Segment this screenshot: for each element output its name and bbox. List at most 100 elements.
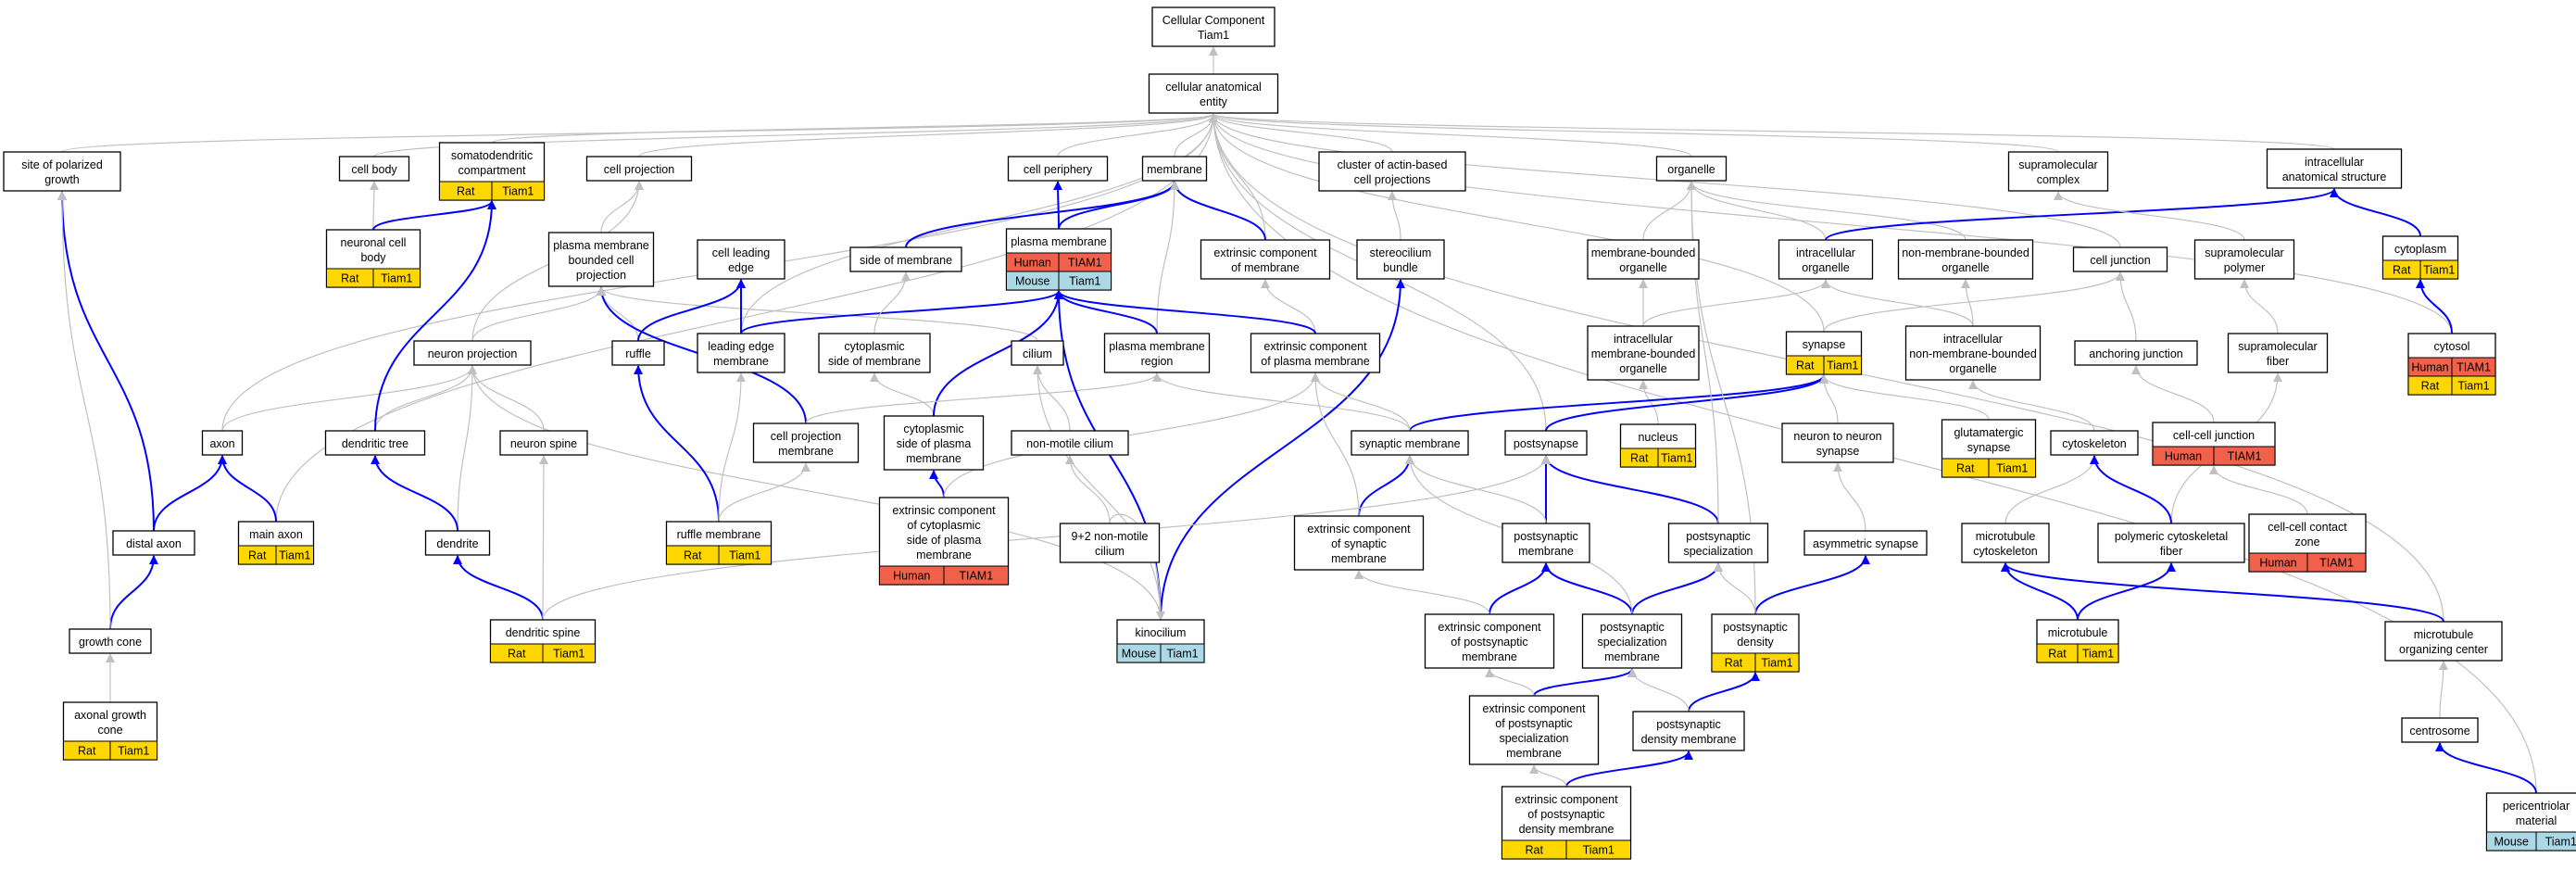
term-box: [1059, 523, 1161, 563]
term-node-sidemem[interactable]: side of membrane: [849, 246, 962, 272]
term-node-growthcone[interactable]: growth cone: [69, 628, 152, 654]
term-node-cellbody[interactable]: cell body: [338, 156, 410, 182]
term-box: [1781, 422, 1894, 463]
gene-cell: [2306, 552, 2367, 573]
term-node-periph[interactable]: cell periphery: [1007, 156, 1109, 182]
species-label: Mouse: [1015, 275, 1050, 288]
term-node-dtree[interactable]: dendritic tree: [324, 430, 426, 456]
term-node-postsyn[interactable]: postsynapse: [1504, 430, 1588, 456]
edge-ecpsdm-to-psdm: [1565, 750, 1693, 788]
edge-actinclust-to-cae: [1209, 113, 1393, 153]
term-box: [1587, 325, 1700, 381]
term-label: cytoplasmic: [844, 340, 904, 353]
term-node-distal[interactable]: distal axon: [112, 530, 195, 556]
term-node-ruffle[interactable]: ruffle: [611, 340, 665, 366]
term-node-nspine[interactable]: neuron spine: [499, 430, 588, 456]
term-node-inmbo[interactable]: intracellularnon-membrane-boundedorganel…: [1904, 325, 2042, 381]
term-node-cilium[interactable]: cilium: [1011, 340, 1064, 366]
term-box: [201, 430, 244, 456]
term-node-anchjunc[interactable]: anchoring junction: [2074, 340, 2198, 366]
term-label: postsynaptic: [1723, 621, 1787, 634]
gene-label: Tiam1: [1166, 648, 1198, 661]
term-node-membrane[interactable]: membrane: [1141, 156, 1208, 182]
term-node-axon[interactable]: axon: [201, 430, 244, 456]
term-label: microtubule: [2414, 628, 2474, 641]
term-node-asym[interactable]: asymmetric synapse: [1803, 530, 1928, 556]
term-node-centrosome[interactable]: centrosome: [2401, 717, 2479, 743]
term-node-neuproj[interactable]: neuron projection: [413, 340, 532, 366]
term-label: postsynaptic: [1514, 530, 1577, 543]
term-label: supramolecular: [2018, 158, 2097, 171]
species-label: Rat: [248, 549, 267, 562]
term-node-synmem[interactable]: synaptic membrane: [1351, 430, 1469, 456]
term-box: [1151, 6, 1275, 47]
term-box: [1803, 530, 1928, 556]
term-label: neuron spine: [510, 437, 577, 450]
term-node-organelle[interactable]: organelle: [1655, 156, 1728, 182]
term-node-celljunc[interactable]: cell junction: [2072, 246, 2168, 272]
term-node-nmcilium[interactable]: non-motile cilium: [1011, 430, 1129, 456]
term-node-dendrite[interactable]: dendrite: [424, 530, 491, 556]
species-label: Human: [1014, 257, 1051, 270]
term-node-cellproj[interactable]: cell projection: [585, 156, 693, 182]
term-label: neuron to neuron: [1793, 430, 1881, 443]
species-label: Rat: [78, 745, 96, 758]
term-node-cytoskel[interactable]: cytoskeleton: [2050, 430, 2139, 456]
species-label: Rat: [684, 549, 702, 562]
